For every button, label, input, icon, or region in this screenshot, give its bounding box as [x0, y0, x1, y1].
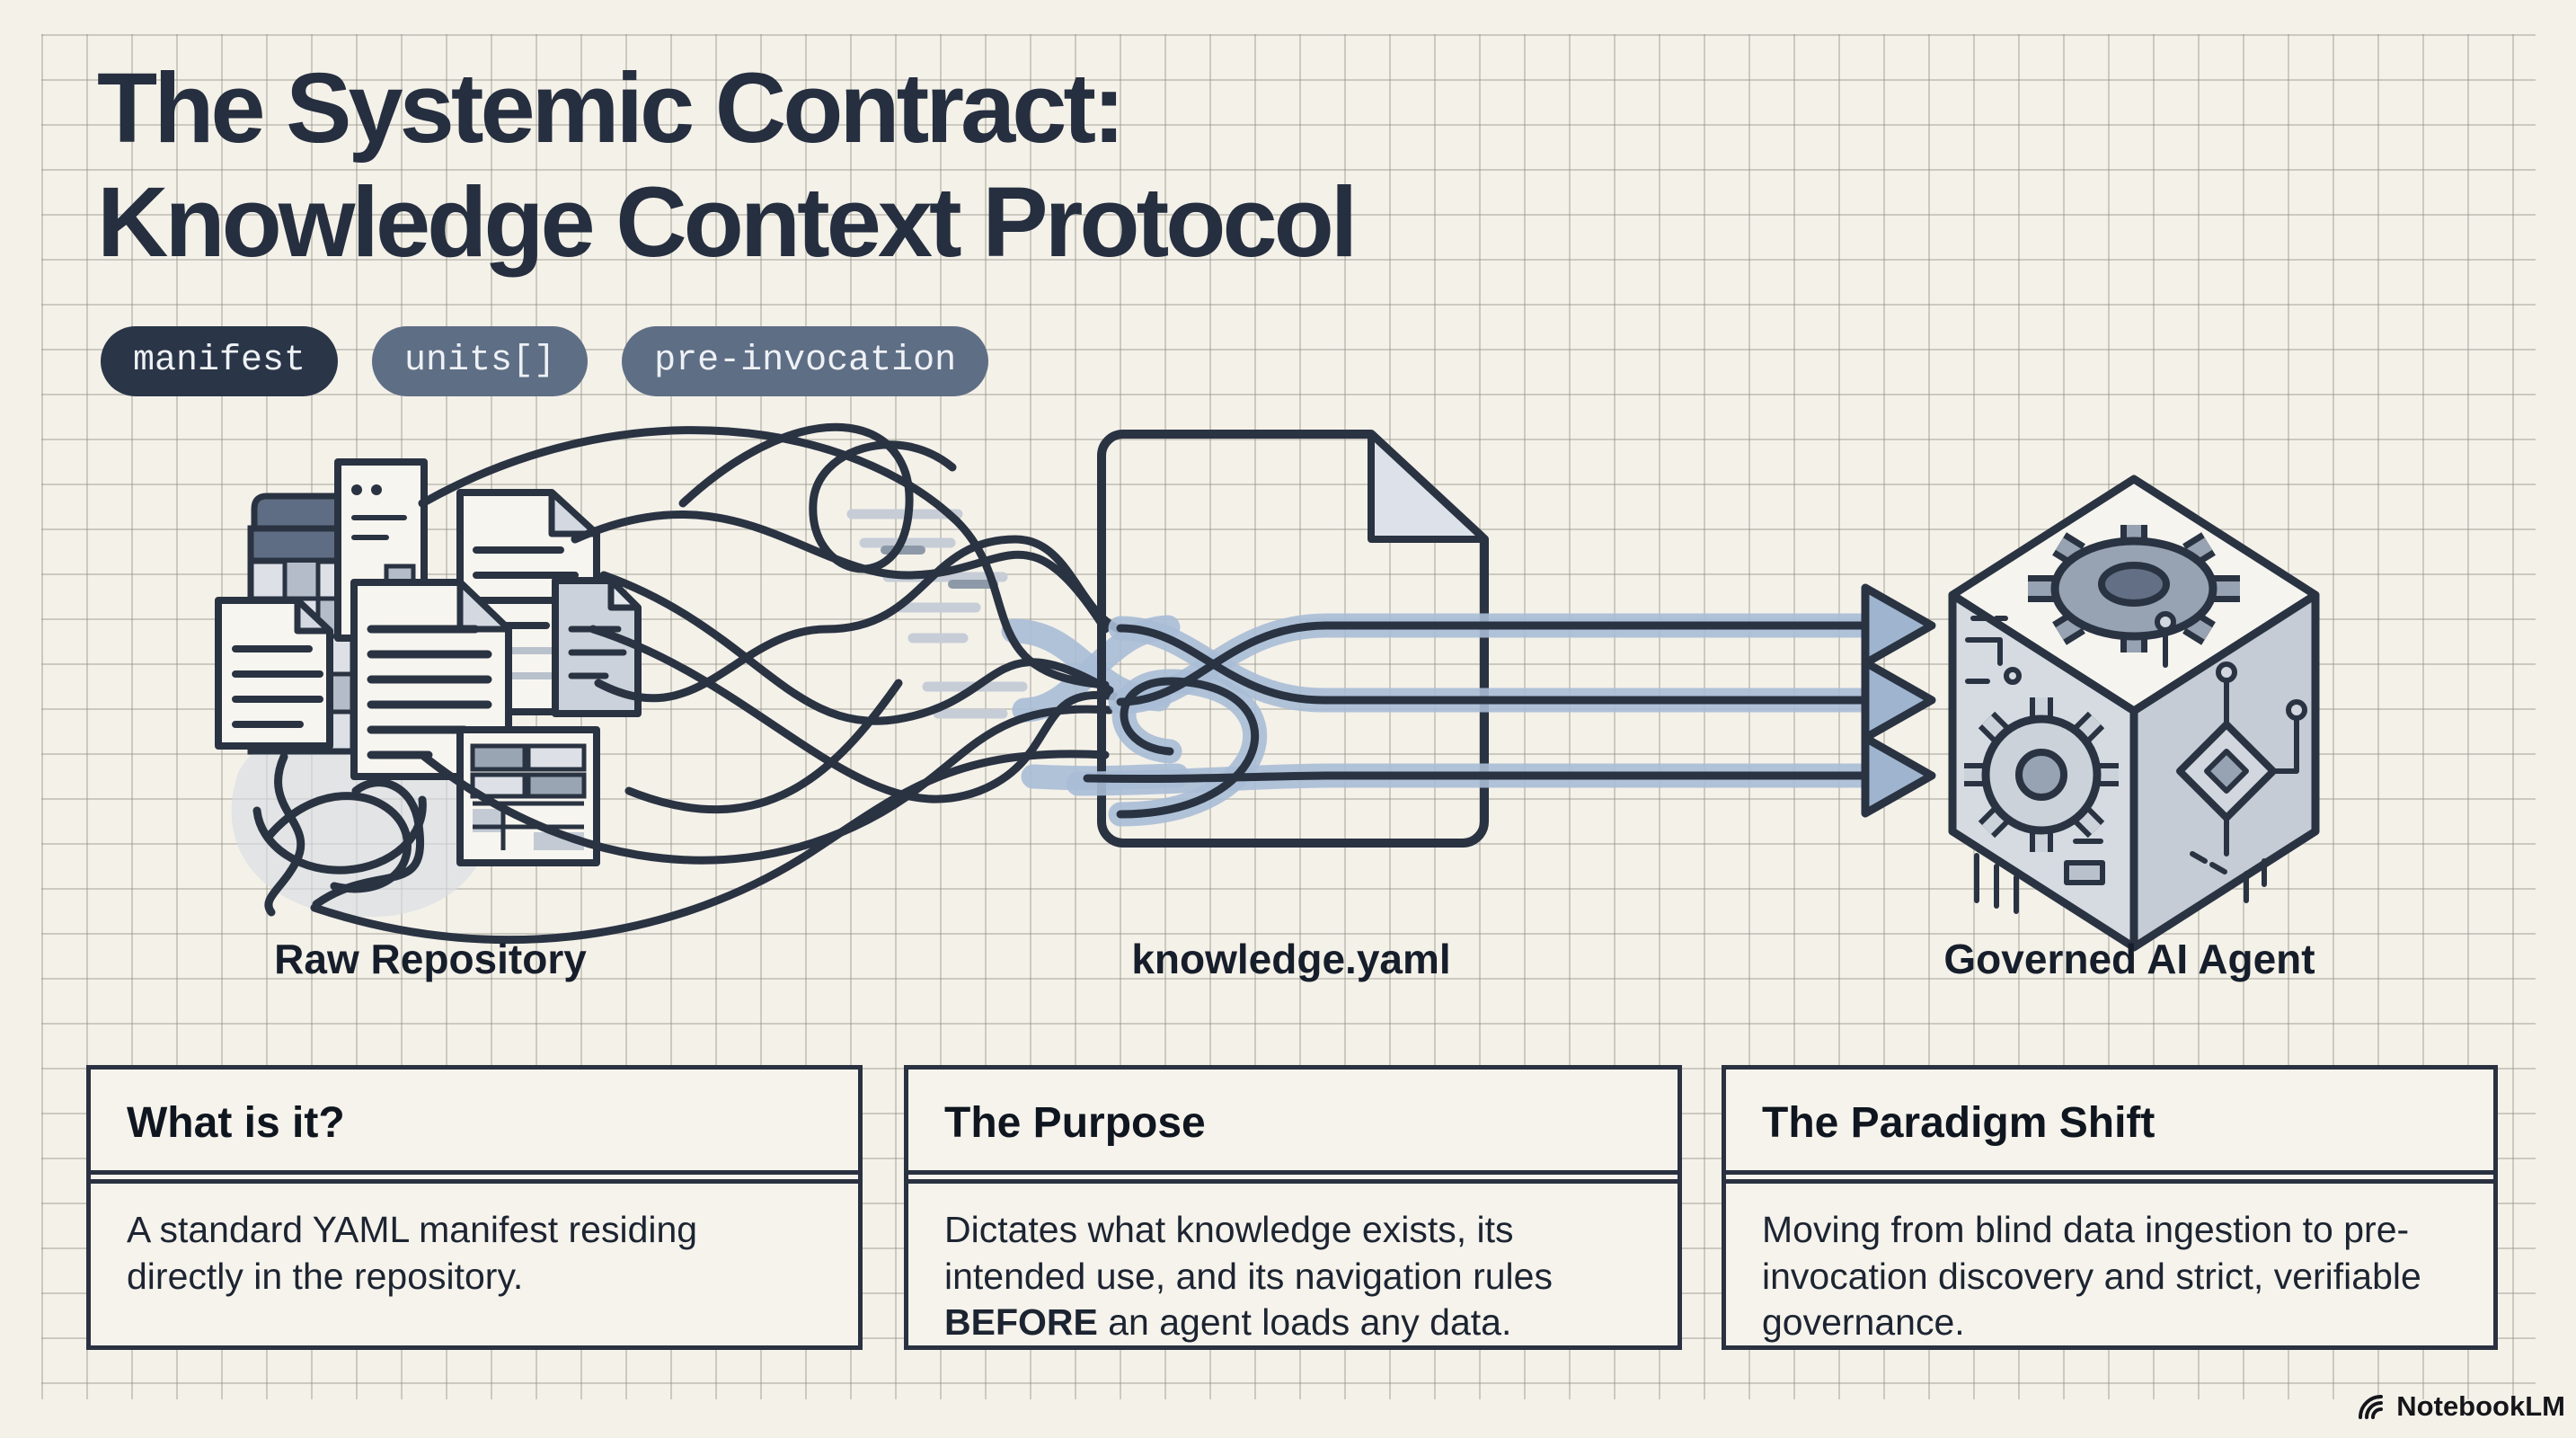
card-divider [1726, 1170, 2493, 1184]
circuit-icon-left [1965, 616, 2105, 914]
folded-corner-icon [1368, 431, 1488, 543]
card-divider [91, 1170, 858, 1184]
document-icon-left [215, 597, 333, 750]
title-line2: Knowledge Context Protocol [97, 166, 1358, 278]
label-knowledge-yaml: knowledge.yaml [1131, 936, 1451, 982]
label-raw-repository: Raw Repository [274, 936, 587, 982]
watermark: NotebookLM [2357, 1390, 2565, 1423]
card-body: Moving from blind data ingestion to pre-… [1762, 1209, 2421, 1344]
card-paradigm-shift: The Paradigm Shift Moving from blind dat… [1722, 1065, 2498, 1350]
title-line1: The Systemic Contract: [97, 53, 1126, 164]
card-title: The Purpose [944, 1099, 1206, 1147]
tag-pre-invocation: pre-invocation [622, 326, 989, 396]
gear-icon-left [1964, 697, 2119, 852]
tag-manifest: manifest [101, 326, 339, 396]
card-what-is-it: What is it? A standard YAML manifest res… [86, 1065, 863, 1350]
flow-arrow-icon [1861, 583, 1936, 818]
tag-units: units[] [372, 326, 589, 396]
gear-icon-top [2028, 525, 2240, 652]
label-governed-ai-agent: Governed AI Agent [1943, 936, 2315, 982]
card-body: Dictates what knowledge exists, its inte… [944, 1209, 1553, 1344]
card-the-purpose: The Purpose Dictates what knowledge exis… [904, 1065, 1682, 1350]
watermark-label: NotebookLM [2396, 1390, 2565, 1422]
yaml-file-icon [1097, 430, 1489, 848]
tangled-lines [310, 422, 1123, 945]
raw-repository-icon [215, 458, 1028, 918]
card-body: A standard YAML manifest residing direct… [127, 1209, 698, 1297]
document-icon-gray [552, 577, 642, 717]
tag-row: manifest units[] pre-invocation [101, 326, 989, 396]
card-divider [908, 1170, 1677, 1184]
scribble-icon [252, 752, 427, 917]
circuit-icon-right [2155, 611, 2307, 903]
notebooklm-icon [2359, 1395, 2384, 1419]
card-title: What is it? [127, 1099, 345, 1147]
flow-streams [1066, 583, 1936, 827]
page-title: The Systemic Contract:Knowledge Context … [97, 52, 1358, 280]
ai-cube-icon [1948, 475, 2320, 952]
table-document-icon [456, 726, 600, 866]
card-title: The Paradigm Shift [1762, 1099, 2156, 1147]
